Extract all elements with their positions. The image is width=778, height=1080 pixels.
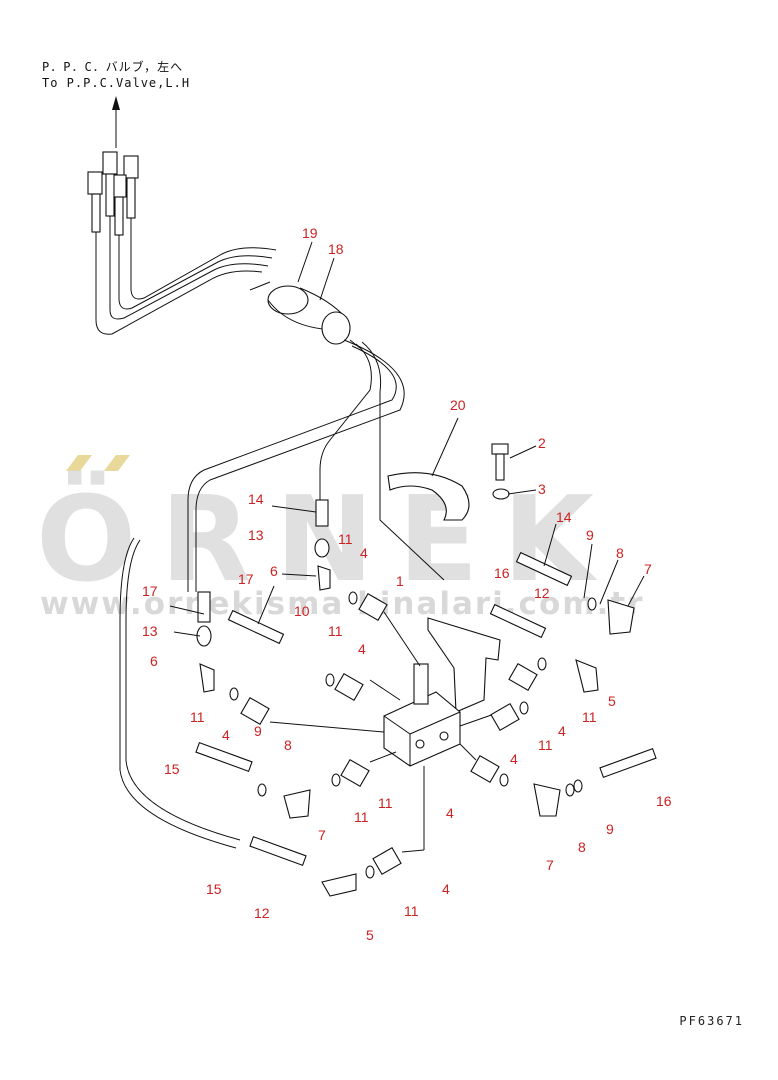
callout-label: 13 <box>248 527 264 543</box>
callout-label: 14 <box>556 509 572 525</box>
callout-label: 11 <box>190 709 205 725</box>
callout-label: 11 <box>404 903 419 919</box>
hose-clamps <box>249 281 361 349</box>
fittings <box>240 592 538 876</box>
callout-label: 7 <box>644 561 652 577</box>
callout-label: 6 <box>150 653 158 669</box>
valve-block <box>383 663 461 767</box>
header-japanese: P．P．C．バルブ，左へ <box>42 60 184 74</box>
callout-label: 11 <box>582 709 597 725</box>
callout-label: 7 <box>318 827 326 843</box>
callout-label: 8 <box>578 839 586 855</box>
callout-label: 11 <box>338 531 353 547</box>
callout-label: 8 <box>616 545 624 561</box>
plate-part <box>387 472 470 521</box>
callout-label: 4 <box>558 723 566 739</box>
callout-label: 10 <box>294 603 310 619</box>
callout-label: 8 <box>284 737 292 753</box>
direction-arrow-icon <box>112 96 120 148</box>
callout-label: 11 <box>538 737 553 753</box>
callout-label: 12 <box>534 585 550 601</box>
callout-label: 17 <box>238 571 254 587</box>
header-english: To P.P.C.Valve,L.H <box>42 76 191 90</box>
callout-numbers: 19 18 20 2 3 14 14 13 11 4 1 9 8 7 16 12… <box>142 225 672 943</box>
watermark-url: www.ornekisma kinalari.com.tr <box>40 586 645 622</box>
callout-label: 16 <box>494 565 510 581</box>
drawing-code: PF63671 <box>679 1014 744 1028</box>
callout-label: 6 <box>270 563 278 579</box>
callout-label: 15 <box>164 761 180 777</box>
callout-label: 9 <box>586 527 594 543</box>
callout-label: 20 <box>450 397 466 413</box>
callout-label: 11 <box>354 809 369 825</box>
callout-label: 3 <box>538 481 546 497</box>
callout-label: 13 <box>142 623 158 639</box>
long-hoses <box>119 339 445 849</box>
elbow-fittings <box>199 565 635 897</box>
callout-label: 4 <box>510 751 518 767</box>
callout-label: 5 <box>608 693 616 709</box>
hose-ends <box>195 499 657 866</box>
callout-label: 15 <box>206 881 222 897</box>
bracket-part <box>427 617 501 713</box>
callout-label: 16 <box>656 793 672 809</box>
watermark-umlaut-dots <box>66 455 136 477</box>
callout-label: 9 <box>606 821 614 837</box>
top-hose-fittings <box>87 151 139 236</box>
callout-label: 4 <box>222 727 230 743</box>
callout-label: 4 <box>358 641 366 657</box>
callout-label: 12 <box>254 905 270 921</box>
callout-label: 7 <box>546 857 554 873</box>
o-rings <box>229 591 597 879</box>
callout-label: 4 <box>442 881 450 897</box>
callout-label: 19 <box>302 225 318 241</box>
callout-label: 5 <box>366 927 374 943</box>
callout-label: 14 <box>248 491 264 507</box>
callout-label: 18 <box>328 241 344 257</box>
callout-label: 4 <box>360 545 368 561</box>
callout-label: 2 <box>538 435 546 451</box>
callout-label: 17 <box>142 583 158 599</box>
bolt-washer <box>491 443 510 500</box>
callout-label: 11 <box>378 795 393 811</box>
callout-label: 11 <box>328 623 343 639</box>
callout-label: 9 <box>254 723 262 739</box>
callout-label: 1 <box>396 573 404 589</box>
hose-bundle <box>95 216 277 335</box>
callout-label: 4 <box>446 805 454 821</box>
callout-leaders <box>169 241 645 637</box>
